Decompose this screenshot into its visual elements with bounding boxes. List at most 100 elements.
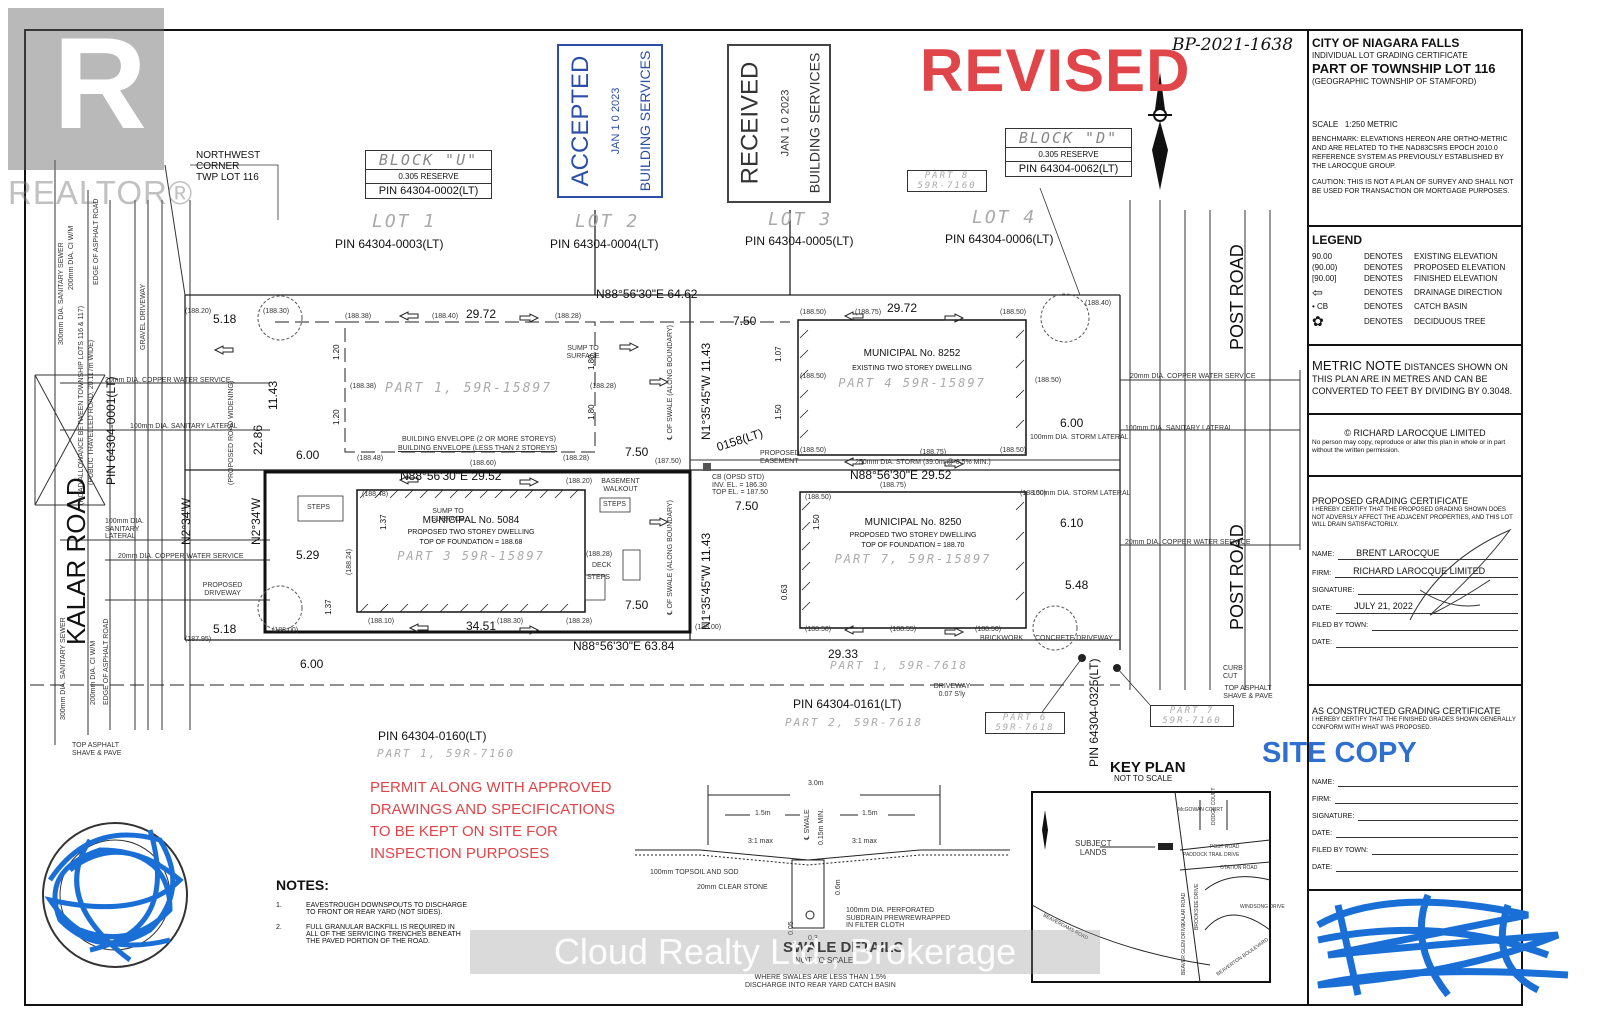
constructed-firm-field: FIRM:	[1312, 793, 1518, 805]
storm-lateral-label-2: 100mm DIA. STORM LATERAL	[1032, 490, 1131, 497]
dim-1-80-a: 1.80	[587, 354, 596, 370]
dwelling-8252-municipal: MUNICIPAL No. 8252	[863, 348, 961, 359]
permit-note-line2: DRAWINGS AND SPECIFICATIONS	[370, 801, 616, 818]
redacted-seal-scribble	[42, 822, 188, 968]
realtor-logo-letter: R	[53, 10, 147, 156]
swale-centre: ℄ SWALE	[804, 809, 811, 840]
constructed-cert-title: AS CONSTRUCTED GRADING CERTIFICATE	[1312, 706, 1501, 716]
accepted-stamp: ACCEPTED JAN 1 0 2023 BUILDING SERVICES	[557, 44, 663, 198]
elev: (188.00)	[272, 627, 299, 634]
envelope-2-label: BUILDING ENVELOPE (2 OR MORE STOREYS)	[402, 436, 556, 443]
sanitary-lateral-label-east: 100mm DIA. SANITARY LATERAL	[1125, 425, 1233, 432]
sump-label-2: SUMP TO SURFACE	[431, 508, 465, 523]
elev: (188.50)	[805, 494, 832, 501]
elev: (188.28)	[555, 313, 582, 320]
cb-type: CB (OPSD STD)	[712, 474, 765, 481]
part6-plan: 59R-7618	[995, 723, 1055, 733]
nw-corner-line2: CORNER	[196, 161, 240, 172]
revised-stamp: REVISED	[920, 37, 1191, 104]
title-caution: CAUTION: THIS IS NOT A PLAN OF SURVEY AN…	[1312, 179, 1514, 195]
received-stamp: RECEIVED JAN 1 0 2023 BUILDING SERVICES	[727, 44, 831, 203]
dwelling-8250-tof: TOP OF FOUNDATION = 188.70	[861, 542, 965, 549]
field-value	[1372, 620, 1518, 631]
permit-note: PERMIT ALONG WITH APPROVED DRAWINGS AND …	[370, 777, 615, 865]
received-stamp-date: JAN 1 0 2023	[779, 89, 792, 157]
dim-7-50-d: 7.50	[735, 499, 759, 513]
constructed-name-field: NAME:	[1312, 776, 1518, 788]
redacted-company-scribble	[1316, 893, 1569, 998]
key-street: McGOWAN COURT	[1178, 807, 1223, 813]
received-stamp-title: RECEIVED	[736, 61, 764, 185]
copper-water-label-east-2: 20mm DIA. COPPER WATER SERVICE	[1125, 539, 1251, 546]
note-1-line2: TO FRONT OR REAR YARD (NOT SIDES).	[306, 909, 443, 916]
bearing-east-1: N1°35'45"W 11.43	[699, 342, 713, 440]
north-arrow-icon	[1148, 72, 1172, 190]
sanitary-sewer-west: 300mm DIA. SANITARY SEWER	[58, 242, 65, 345]
elev: (188.75)	[855, 309, 882, 316]
top-asphalt-east: TOP ASPHALT SHAVE & PAVE	[1223, 685, 1273, 700]
key-plan-subject-line2: LANDS	[1079, 847, 1107, 857]
elev: (188.50)	[1000, 447, 1027, 454]
note-2-line2: ALL OF THE SERVICING TRENCHES BENEATH	[306, 931, 461, 938]
curb-cut-label: CURB CUT	[1223, 665, 1243, 680]
block-d-box: BLOCK "D" 0.305 RESERVE PIN 64304-0062(L…	[1005, 128, 1132, 177]
dim-1-50-a: 1.50	[774, 404, 783, 420]
lot-1-pin: PIN 64304-0003(LT)	[335, 237, 444, 251]
lot-4-label: LOT 4	[972, 207, 1037, 228]
legend-denotes: DENOTES	[1364, 252, 1403, 261]
key-plan-title: KEY PLAN	[1110, 759, 1186, 776]
title-city: CITY OF NIAGARA FALLS	[1312, 36, 1460, 50]
legend-key: (90.00)	[1312, 263, 1338, 272]
brickwork-label: BRICKWORK	[980, 635, 1024, 642]
elev: (188.28)	[563, 455, 590, 462]
legend-denotes: DENOTES	[1364, 317, 1403, 326]
lot-3-pin: PIN 64304-0005(LT)	[745, 234, 854, 248]
dim-0-63: 0.63	[780, 584, 789, 600]
block-d-pin: PIN 64304-0062(LT)	[1018, 163, 1119, 175]
proposed-signature-field: SIGNATURE:	[1312, 584, 1518, 596]
elev: (188.30)	[497, 618, 524, 625]
realtor-logo: R REALTOR®	[8, 8, 192, 211]
permit-note-line3: TO BE KEPT ON SITE FOR	[370, 823, 558, 840]
watermain-west-2: 200mm DIA. CI W/M	[90, 640, 97, 705]
elev: (188.28)	[566, 618, 593, 625]
elev: (188.38)	[345, 313, 372, 320]
note-1-line1: EAVESTROUGH DOWNSPOUTS TO DISCHARGE	[306, 902, 468, 909]
elev: (188.10)	[368, 618, 395, 625]
key-street: BROOKSIDE DRIVE	[1194, 883, 1200, 930]
watermain-west: 200mm DIA. CI W/M	[68, 225, 75, 290]
proposed-easement-label: PROPOSED EASEMENT	[760, 450, 800, 465]
swale-note-line2: DISCHARGE INTO REAR YARD CATCH BASIN	[745, 981, 896, 989]
sanitary-lateral-label-1: 100mm DIA. SANITARY LATERAL	[130, 423, 238, 430]
dwelling-8250: MUNICIPAL No. 8250 PROPOSED TWO STOREY D…	[800, 517, 1026, 566]
accepted-stamp-title: ACCEPTED	[566, 55, 594, 187]
swale-subdrain: 100mm DIA. PERFORATED SUBDRAIN PREWREWRA…	[846, 907, 950, 930]
part6-label: PART 6	[1002, 713, 1048, 723]
proposed-driveway-label: PROPOSED DRIVEWAY	[202, 582, 243, 597]
key-street: BEAVER GLEN DRIVE	[1181, 923, 1187, 975]
realtor-logo-text: REALTOR®	[8, 174, 194, 211]
top-asphalt-west: TOP ASPHALT SHAVE & PAVE	[72, 742, 122, 757]
note-1-num: 1.	[276, 902, 282, 909]
copyright-text: No person may copy, reproduce or alter t…	[1312, 439, 1506, 455]
notes-title: NOTES:	[276, 877, 329, 893]
field-label: FILED BY TOWN:	[1312, 621, 1369, 629]
dwelling-8250-type: PROPOSED TWO STOREY DWELLING	[849, 532, 977, 539]
post-road-label: POST ROAD	[1227, 244, 1247, 350]
proposed-cert-title: PROPOSED GRADING CERTIFICATE	[1312, 496, 1469, 506]
catch-basin-label: CB (OPSD STD) INV. EL. = 186.30 TOP EL. …	[712, 474, 768, 497]
legend-key: 90.00	[1312, 252, 1333, 261]
field-value	[1336, 861, 1518, 873]
legend-key: [90.00]	[1312, 274, 1337, 283]
block-u-pin: PIN 64304-0002(LT)	[378, 185, 479, 197]
accepted-stamp-date: JAN 1 0 2023	[609, 87, 622, 155]
elev: (187.95)	[185, 636, 212, 643]
swale-depth-min: 0.15m MIN.	[818, 808, 825, 845]
lot-2-label: LOT 2	[575, 211, 640, 232]
watermark-text: Cloud Realty Ltd., Brokerage	[553, 931, 1017, 972]
metric-note-text: DISTANCES SHOWN ON THIS PLAN ARE IN METR…	[1312, 362, 1513, 396]
